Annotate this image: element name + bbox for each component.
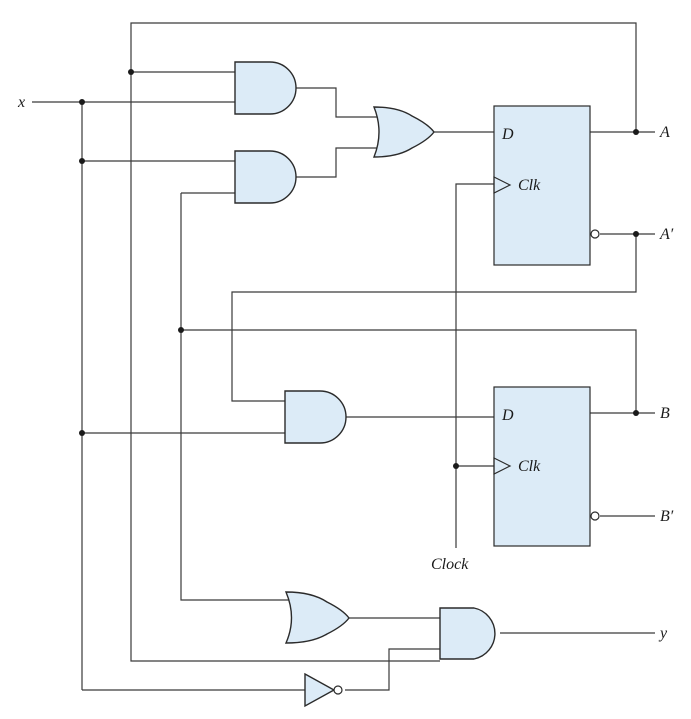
junction-dot bbox=[453, 463, 459, 469]
and-gate-4 bbox=[439, 607, 496, 660]
junction-dot bbox=[633, 231, 639, 237]
not-gate bbox=[304, 672, 336, 708]
and-gate-2 bbox=[234, 150, 297, 204]
label-ffA-d: D bbox=[501, 126, 514, 143]
junction-dot bbox=[79, 430, 85, 436]
wire-B-feedback bbox=[181, 329, 637, 413]
junction-dot bbox=[633, 410, 639, 416]
flip-flop-b-clock-triangle bbox=[493, 457, 512, 475]
label-ffB-d: D bbox=[501, 407, 514, 424]
wire-not-to-and4 bbox=[345, 648, 440, 691]
and-gate-3 bbox=[284, 390, 347, 444]
wire-and2-to-or1 bbox=[296, 147, 382, 178]
label-clock: Clock bbox=[431, 556, 469, 573]
label-output-A-prime: A′ bbox=[659, 226, 674, 243]
wire-clock bbox=[455, 183, 494, 548]
junction-dot bbox=[79, 158, 85, 164]
flip-flop-a-clock-triangle bbox=[493, 176, 512, 194]
not-gate-bubble bbox=[333, 685, 343, 695]
junction-dots bbox=[79, 69, 639, 469]
junction-dot bbox=[633, 129, 639, 135]
label-output-A: A bbox=[659, 124, 670, 141]
and-gate-1 bbox=[234, 61, 297, 115]
flip-flop-a-inverted-output-bubble bbox=[590, 229, 600, 239]
wires bbox=[32, 22, 655, 691]
label-output-B: B bbox=[660, 405, 670, 422]
or-gate-2 bbox=[284, 591, 350, 644]
label-input-x: x bbox=[17, 94, 25, 111]
wire-and1-to-or1 bbox=[296, 87, 382, 118]
wire-A-feedback bbox=[130, 22, 637, 662]
label-ffA-clk: Clk bbox=[518, 177, 541, 194]
wire-A-prime-feedback bbox=[231, 234, 637, 402]
junction-dot bbox=[178, 327, 184, 333]
wire-B-bus-vertical bbox=[180, 193, 289, 601]
junction-dot bbox=[79, 99, 85, 105]
or-gate-1 bbox=[372, 106, 435, 158]
label-ffB-clk: Clk bbox=[518, 458, 541, 475]
label-output-B-prime: B′ bbox=[660, 508, 674, 525]
flip-flop-b-inverted-output-bubble bbox=[590, 511, 600, 521]
label-output-y: y bbox=[658, 625, 668, 642]
junction-dot bbox=[128, 69, 134, 75]
